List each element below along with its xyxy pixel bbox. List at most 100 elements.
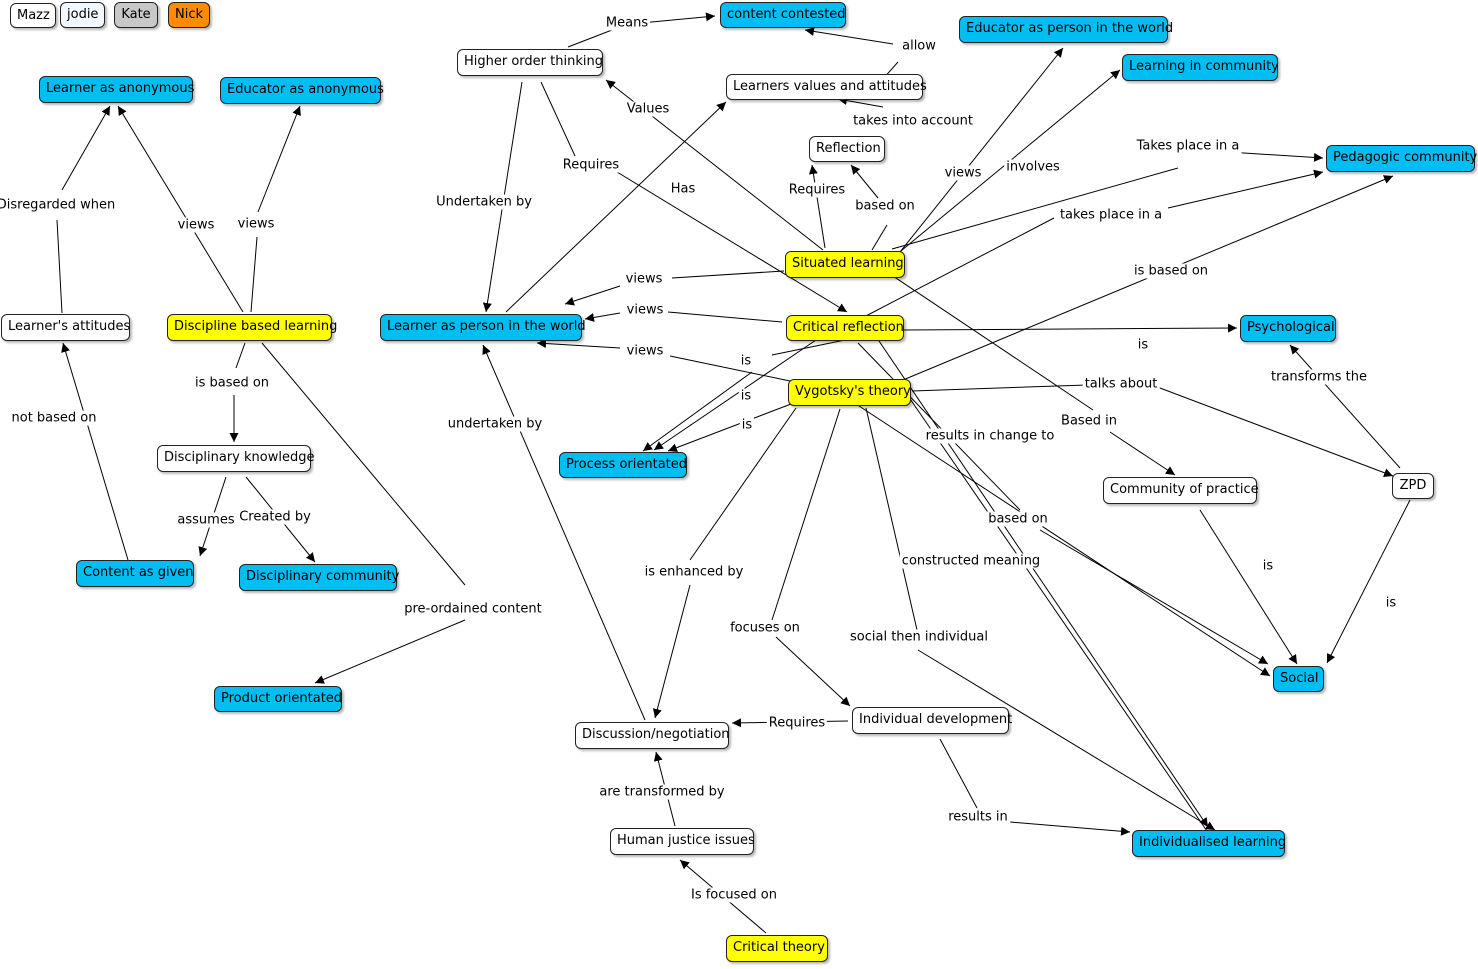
node-zpd[interactable]: ZPD [1392, 473, 1434, 499]
node-reflection[interactable]: Reflection [809, 136, 885, 162]
connector-line [653, 339, 817, 451]
link-label: is based on [1131, 263, 1211, 279]
node-learner-anon[interactable]: Learner as anonymous [39, 76, 194, 103]
connector-line [667, 403, 792, 452]
connector-line [257, 105, 301, 213]
node-product-orientated[interactable]: Product orientated [214, 686, 342, 712]
link-label: takes into account [851, 113, 975, 129]
link-label: is based on [192, 375, 272, 391]
link-label: based on [986, 511, 1050, 527]
connector-line [671, 270, 785, 279]
connector-line [895, 47, 1064, 258]
link-label: pre-ordained content [402, 601, 544, 617]
link-label: Requires [766, 715, 828, 731]
legend-mazz[interactable]: Mazz [10, 3, 56, 28]
connector-line [850, 164, 879, 199]
legend-kate[interactable]: Kate [114, 2, 158, 28]
node-content-given[interactable]: Content as given [76, 560, 194, 587]
connector-line [250, 236, 258, 313]
link-label: social then individual [848, 629, 990, 645]
connector-line [564, 285, 621, 306]
link-label: undertaken by [445, 416, 545, 432]
node-social[interactable]: Social [1273, 666, 1324, 692]
connector-line [871, 224, 888, 251]
connector-line [775, 636, 851, 707]
link-label: views [624, 302, 666, 318]
link-label: is [739, 417, 755, 433]
connector-line [1199, 509, 1298, 665]
connector-line [314, 619, 466, 684]
link-label: Takes place in a [1134, 138, 1242, 154]
link-label: views [624, 343, 666, 359]
node-critical-reflection[interactable]: Critical reflection [786, 315, 904, 341]
connector-line [877, 265, 1094, 411]
node-situated-learning[interactable]: Situated learning [785, 251, 905, 278]
node-individualised-learning[interactable]: Individualised learning [1132, 830, 1286, 857]
node-discipline-based[interactable]: Discipline based learning [167, 314, 337, 341]
node-disciplinary-community[interactable]: Disciplinary community [239, 564, 399, 591]
connector-line [616, 171, 848, 313]
connector-line [837, 96, 884, 108]
connector-line [536, 339, 621, 349]
node-community-practice[interactable]: Community of practice [1103, 477, 1259, 504]
connector-line [61, 342, 129, 561]
link-label: talks about [1082, 376, 1160, 392]
link-label: takes place in a [1057, 207, 1165, 223]
connector-line [1167, 169, 1324, 209]
connector-line [855, 403, 1271, 677]
connector-line [505, 101, 727, 313]
connector-line [939, 738, 978, 809]
connector-line [56, 219, 63, 314]
link-label: focuses on [728, 620, 802, 636]
connector-line [1227, 151, 1324, 162]
link-label: are transformed by [597, 784, 727, 800]
legend-jodie[interactable]: jodie [60, 2, 105, 28]
connector-line [771, 339, 846, 356]
connector-line [905, 392, 1221, 851]
link-label: Values [624, 101, 672, 117]
node-discussion[interactable]: Discussion/negotiation [575, 722, 730, 749]
node-critical-theory[interactable]: Critical theory [726, 935, 828, 962]
node-learner-world[interactable]: Learner as person in the world [380, 314, 586, 341]
legend-nick[interactable]: Nick [168, 2, 210, 28]
connector-line [771, 408, 841, 621]
link-label: Is focused on [688, 887, 780, 903]
connector-line [804, 26, 894, 45]
connector-line [235, 342, 246, 369]
connector-line [61, 105, 111, 191]
node-higher-order[interactable]: Higher order thinking [457, 49, 603, 76]
connector-line [261, 342, 466, 586]
link-label: Requires [786, 182, 848, 198]
node-vygotsky[interactable]: Vygotsky's theory [788, 379, 911, 406]
node-process-orientated[interactable]: Process orientated [559, 452, 687, 478]
node-pedagogic-community[interactable]: Pedagogic community [1326, 145, 1477, 172]
connector-line [861, 217, 1055, 319]
connector-line [584, 312, 621, 322]
connector-line [917, 649, 1216, 831]
node-human-justice[interactable]: Human justice issues [610, 828, 755, 855]
node-learners-attitudes[interactable]: Learner's attitudes [1, 314, 130, 341]
link-label: is [1260, 558, 1276, 574]
node-content-contested[interactable]: content contested [720, 2, 846, 28]
link-label: results in change to [923, 428, 1057, 444]
node-educator-anon[interactable]: Educator as anonymous [220, 77, 384, 104]
node-disciplinary-knowledge[interactable]: Disciplinary knowledge [157, 445, 314, 472]
node-individual-development[interactable]: Individual development [852, 707, 1012, 734]
link-label: transforms the [1269, 369, 1369, 385]
node-educator-world[interactable]: Educator as person in the world [959, 16, 1173, 43]
connector-line [878, 340, 1209, 828]
connector-line [567, 29, 613, 48]
connector-line [482, 344, 646, 721]
connector-line [865, 407, 918, 631]
node-learners-values[interactable]: Learners values and attitudes [726, 74, 927, 100]
link-label: is [738, 353, 754, 369]
node-learning-community[interactable]: Learning in community [1122, 54, 1279, 81]
link-label: Undertaken by [434, 194, 534, 210]
link-label: Means [603, 15, 651, 31]
node-psychological[interactable]: Psychological [1240, 315, 1336, 342]
link-label: is enhanced by [642, 564, 746, 580]
link-label: views [175, 217, 217, 233]
link-label: is [738, 388, 754, 404]
